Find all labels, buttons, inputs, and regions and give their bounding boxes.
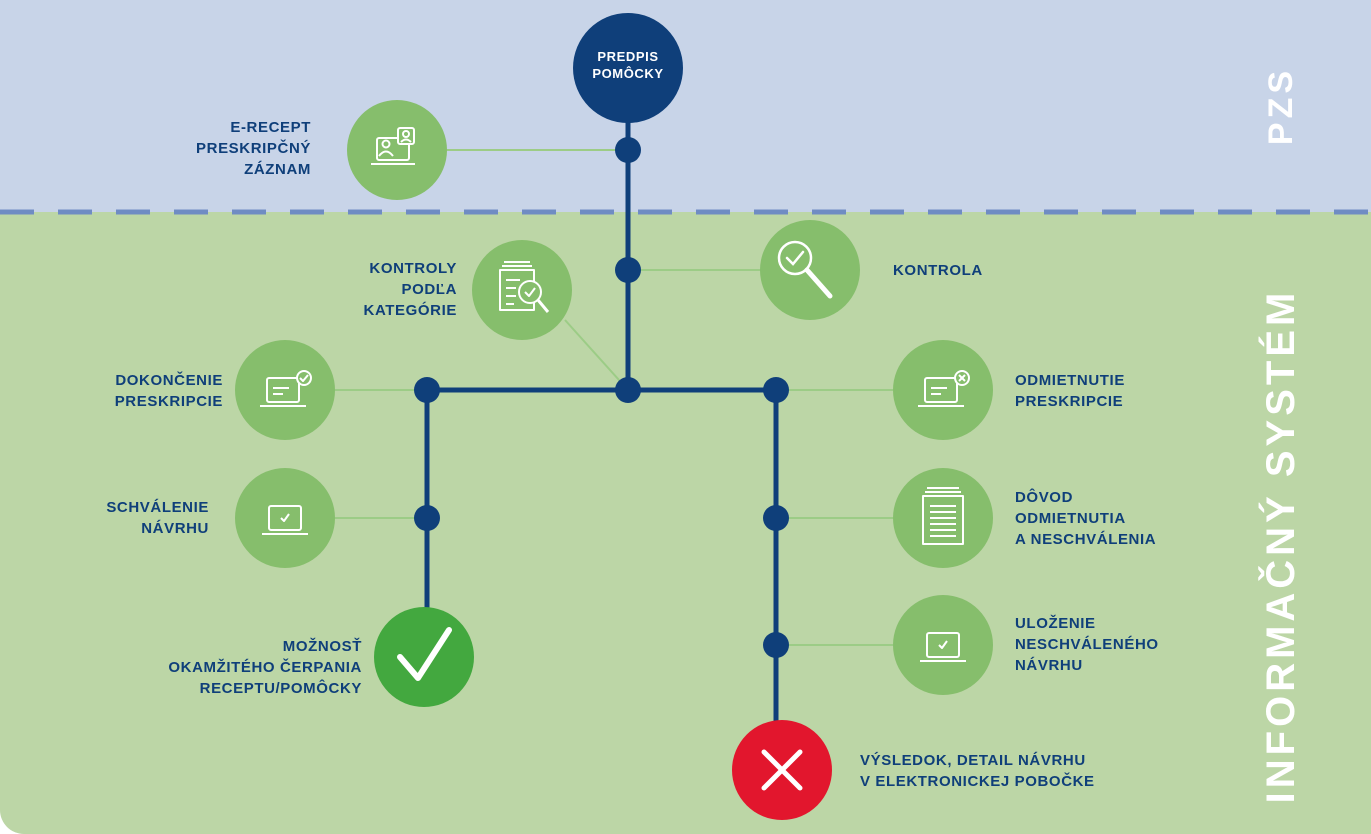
step-vysledok-label: VÝSLEDOK, DETAIL NÁVRHU V ELEKTRONICKEJ …	[860, 752, 1095, 790]
step-kontrola-label: KONTROLA	[893, 262, 983, 279]
step-erecept-label: E-RECEPT PRESKRIPČNÝ ZÁZNAM	[196, 119, 311, 178]
start-node-label: PREDPIS POMÔCKY	[573, 48, 683, 82]
step-ulozenie-label: ULOŽENIE NESCHVÁLENÉHO NÁVRHU	[1015, 615, 1159, 674]
step-moznost-label: MOŽNOSŤ OKAMŽITÉHO ČERPANIA RECEPTU/POMÔ…	[168, 638, 362, 697]
start-node	[573, 13, 683, 123]
step-odmietnutie-label: ODMIETNUTIE PRESKRIPCIE	[1015, 372, 1125, 410]
zone-label-pzs: PZS	[1262, 66, 1300, 146]
laptop-tick-icon	[235, 468, 335, 568]
magnifier-check-icon	[760, 220, 860, 320]
step-kontroly-kategorie-label: KONTROLY PODĽA KATEGÓRIE	[363, 260, 457, 319]
laptop-tick-icon	[893, 595, 993, 695]
step-schvalenie-label: SCHVÁLENIE NÁVRHU	[106, 499, 209, 537]
document-stack-icon	[893, 468, 993, 568]
laptop-check-icon	[235, 340, 335, 440]
junctions	[414, 137, 789, 658]
connectors	[335, 149, 893, 646]
cross-icon	[732, 720, 832, 820]
start-line-2: POMÔCKY	[592, 66, 664, 81]
documents-search-icon	[472, 240, 572, 340]
step-dokoncenie-label: DOKONČENIE PRESKRIPCIE	[114, 372, 223, 410]
person-monitor-icon	[347, 100, 447, 200]
laptop-x-icon	[893, 340, 993, 440]
top-band	[0, 0, 1371, 212]
step-dovod-label: DÔVOD ODMIETNUTIA A NESCHVÁLENIA	[1015, 489, 1157, 548]
start-line-1: PREDPIS	[597, 49, 659, 64]
zone-label-informacny-system: INFORMAČNÝ SYSTÉM	[1259, 288, 1303, 804]
checkmark-icon	[374, 607, 474, 707]
bottom-band	[0, 212, 1371, 834]
